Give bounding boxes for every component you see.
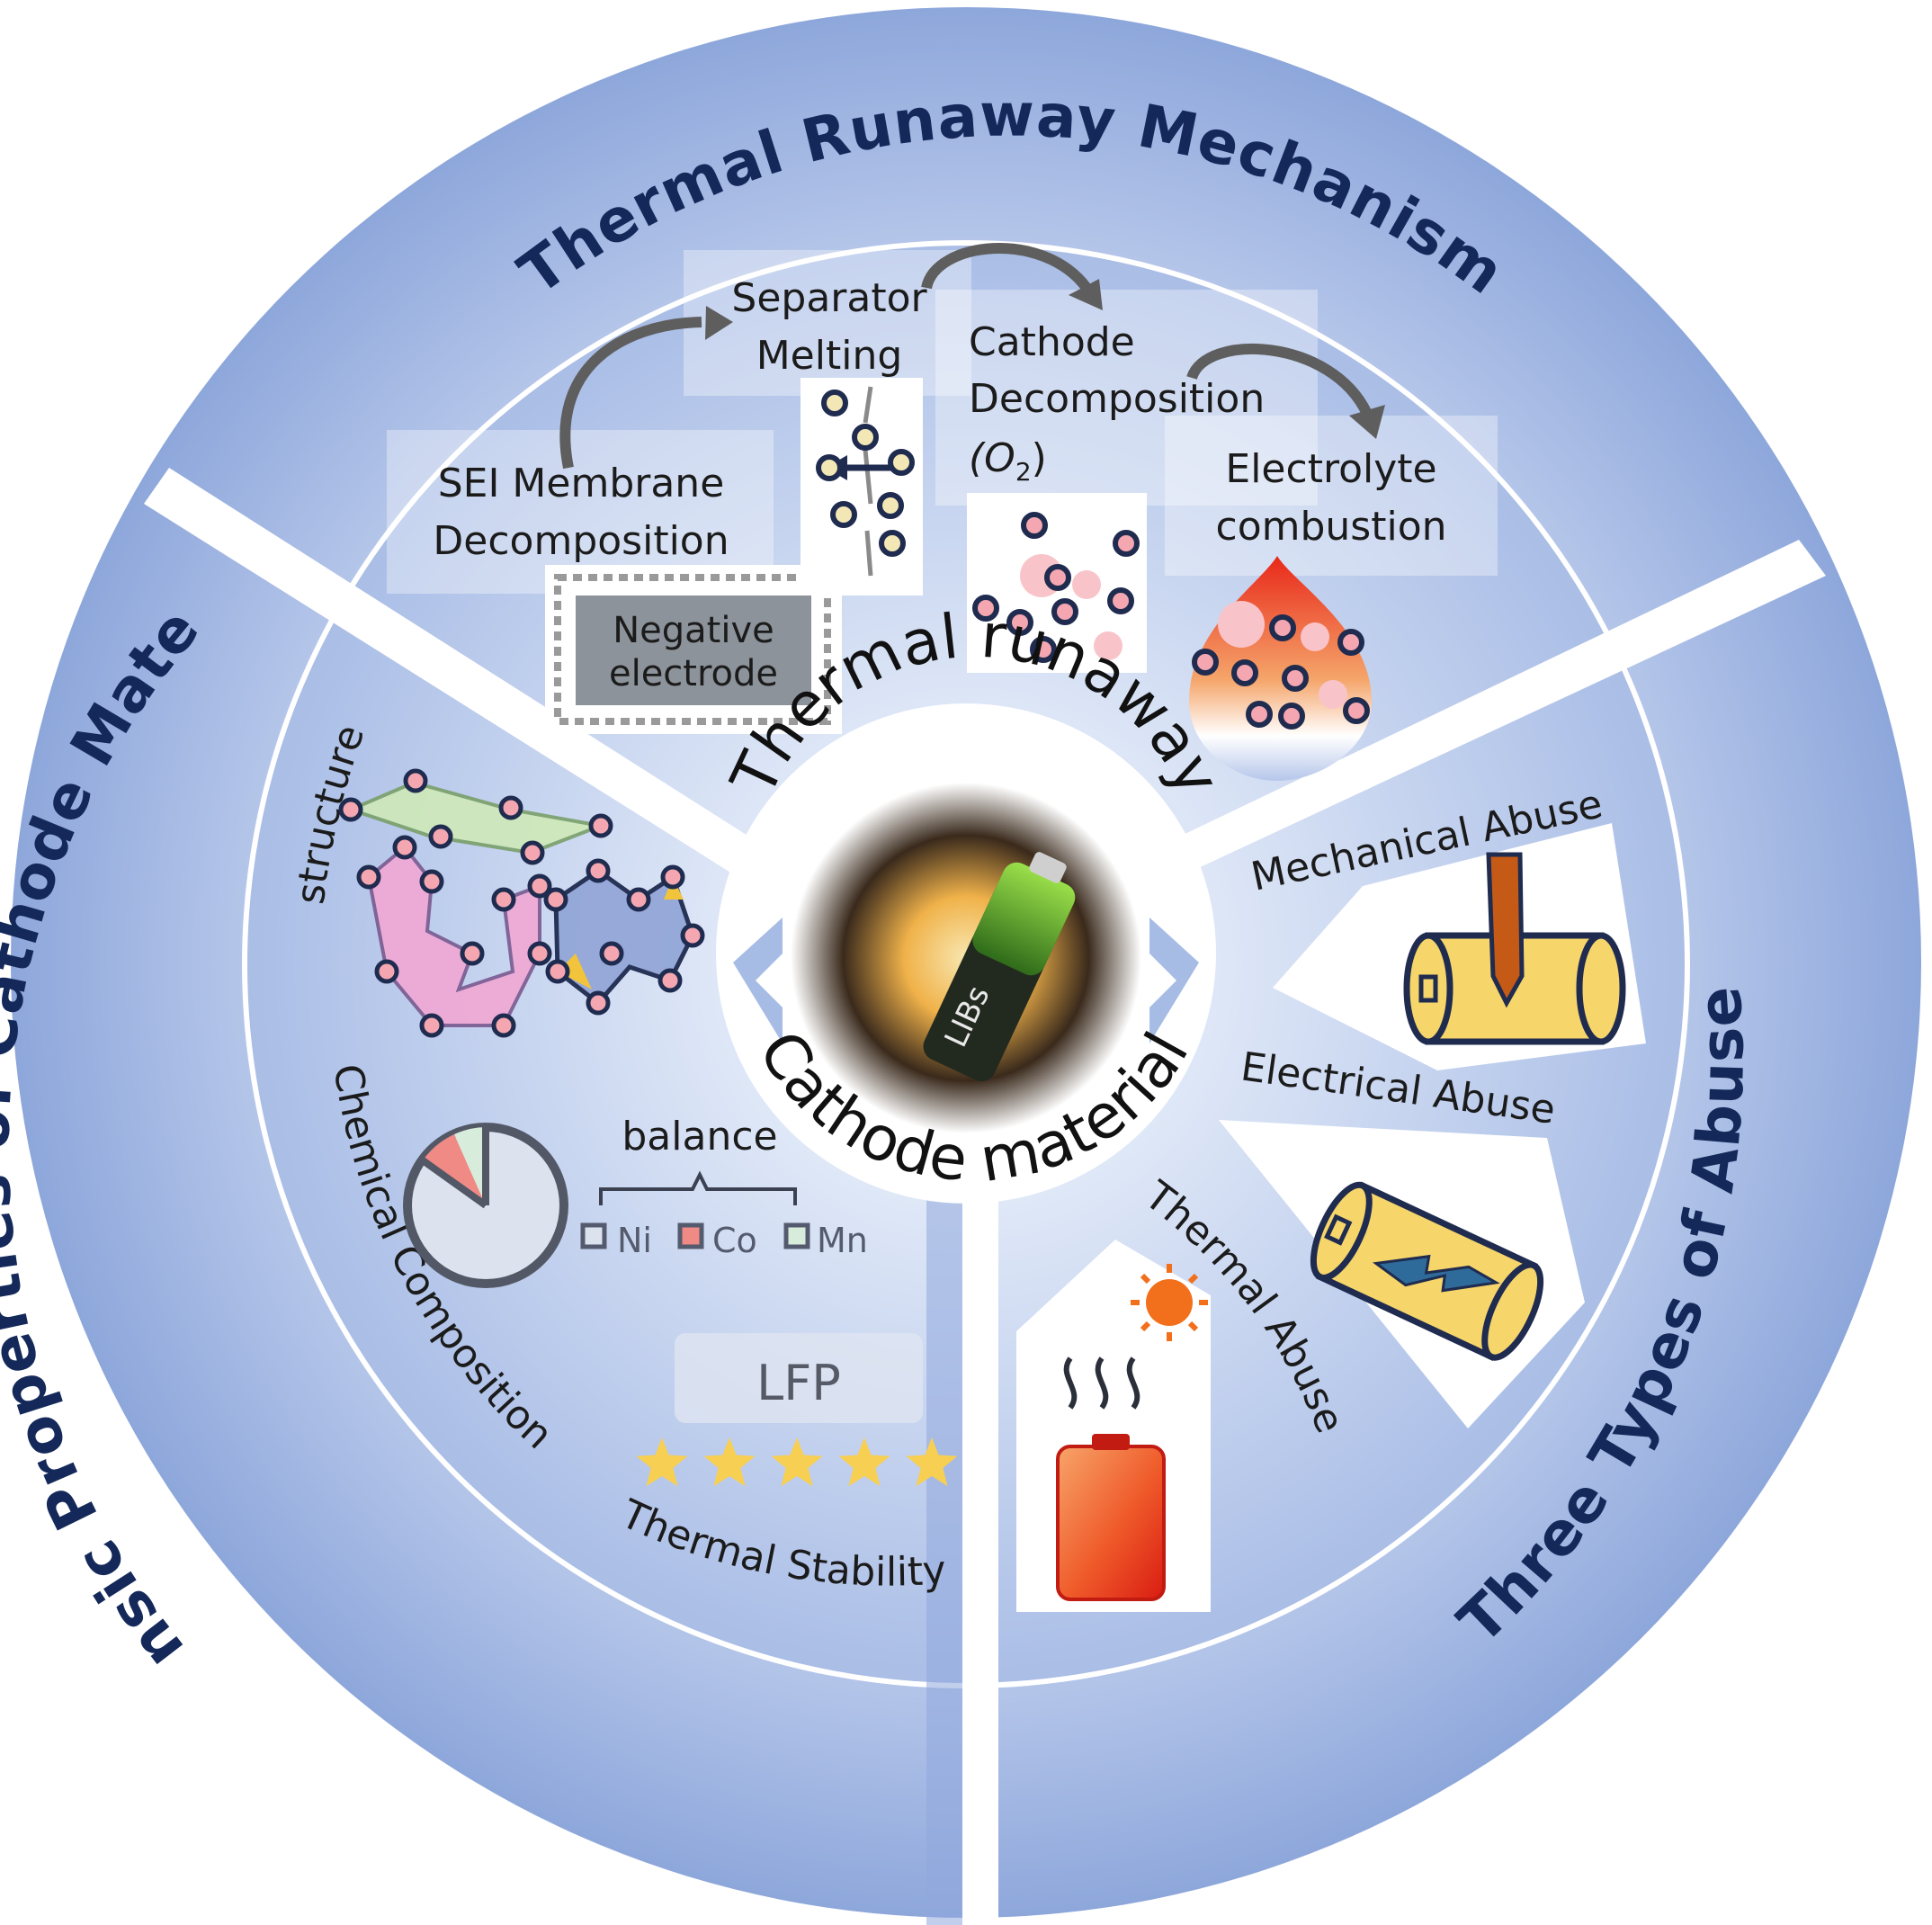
electrolyte-ions — [1192, 614, 1370, 730]
electrolyte-bubbles — [1218, 601, 1347, 709]
balance-bracket — [599, 1170, 797, 1205]
arrow-cathode-to-electrolyte — [1186, 343, 1373, 416]
structure-blue-nodes — [543, 858, 705, 1016]
structure-yellow-tetra-1 — [558, 954, 592, 989]
divider-left — [144, 468, 792, 900]
separator-label-line1: Separator — [731, 275, 927, 321]
legend-label-co: Co — [712, 1221, 757, 1260]
electrolyte-box — [1165, 416, 1498, 576]
electrolyte-label-line1: Electrolyte — [1225, 446, 1436, 492]
composition-legend: Ni Co Mn — [580, 1221, 868, 1260]
lightning-icon — [1373, 1254, 1500, 1293]
negative-electrode-label-line1: Negative — [613, 610, 774, 651]
pie-slice-co — [423, 1134, 486, 1205]
cathode-o2-label: (O2) — [969, 435, 1047, 487]
negative-electrode-border — [554, 574, 831, 725]
sun-icon — [1131, 1264, 1208, 1341]
legend-label-ni: Ni — [617, 1221, 652, 1260]
star-icon — [771, 1437, 823, 1487]
pie-slice-mn — [454, 1127, 486, 1205]
sei-label-line2: Decomposition — [433, 518, 729, 564]
lfp-box — [675, 1333, 923, 1423]
heat-waves-icon — [1063, 1356, 1140, 1410]
sei-label-line1: SEI Membrane — [438, 461, 725, 506]
arrowhead-3 — [1349, 405, 1385, 439]
separator-broken-line — [863, 386, 873, 577]
star-icon — [636, 1437, 688, 1487]
cathode-ions — [972, 512, 1140, 663]
composition-pie-chart — [403, 1123, 568, 1288]
balance-label: balance — [622, 1114, 777, 1159]
legend-swatch-co — [677, 1222, 704, 1249]
star-icon — [906, 1437, 958, 1487]
separator-panel — [801, 378, 923, 595]
legend-swatch-ni — [580, 1222, 607, 1249]
mechanism-sector: SEI Membrane Decomposition Negative elec… — [387, 243, 1498, 781]
separator-label-line2: Melting — [756, 333, 903, 379]
legend-swatch-mn — [783, 1222, 810, 1249]
chevron-right-1 — [1149, 918, 1199, 1043]
lfp-rating-stars — [636, 1437, 958, 1487]
star-icon — [838, 1437, 890, 1487]
lfp-label: LFP — [756, 1355, 841, 1411]
cathode-label-line1: Cathode — [969, 319, 1135, 365]
electrical-battery-icon — [1310, 1181, 1544, 1362]
legend-label-mn: Mn — [817, 1221, 868, 1260]
structure-green-nodes — [338, 768, 613, 865]
separator-ions — [816, 389, 915, 557]
arrowhead-2 — [1069, 279, 1103, 310]
cathode-box — [935, 290, 1318, 506]
lib-battery-icon: LIBs — [923, 852, 1076, 1082]
divider-right — [1151, 540, 1826, 882]
left-sector-shade — [926, 1169, 962, 1925]
arrow-separator-to-cathode — [921, 243, 1091, 291]
cathode-label-line2: Decomposition — [969, 376, 1265, 422]
structure-pink-nodes — [356, 835, 552, 1038]
chevron-left-1 — [733, 918, 783, 1043]
star-icon — [703, 1437, 756, 1487]
hot-battery-icon — [1056, 1434, 1166, 1601]
negative-electrode-block — [576, 595, 811, 705]
negative-electrode-label-line2: electrode — [609, 653, 778, 694]
electrolyte-label-line2: combustion — [1216, 504, 1447, 550]
mechanical-nail-icon — [1486, 852, 1525, 1008]
divider-bottom — [962, 1169, 998, 1925]
arrow-sei-to-separator — [559, 317, 702, 470]
structure-blue-polyhedra — [553, 867, 695, 1007]
arrowhead-1 — [705, 306, 733, 340]
